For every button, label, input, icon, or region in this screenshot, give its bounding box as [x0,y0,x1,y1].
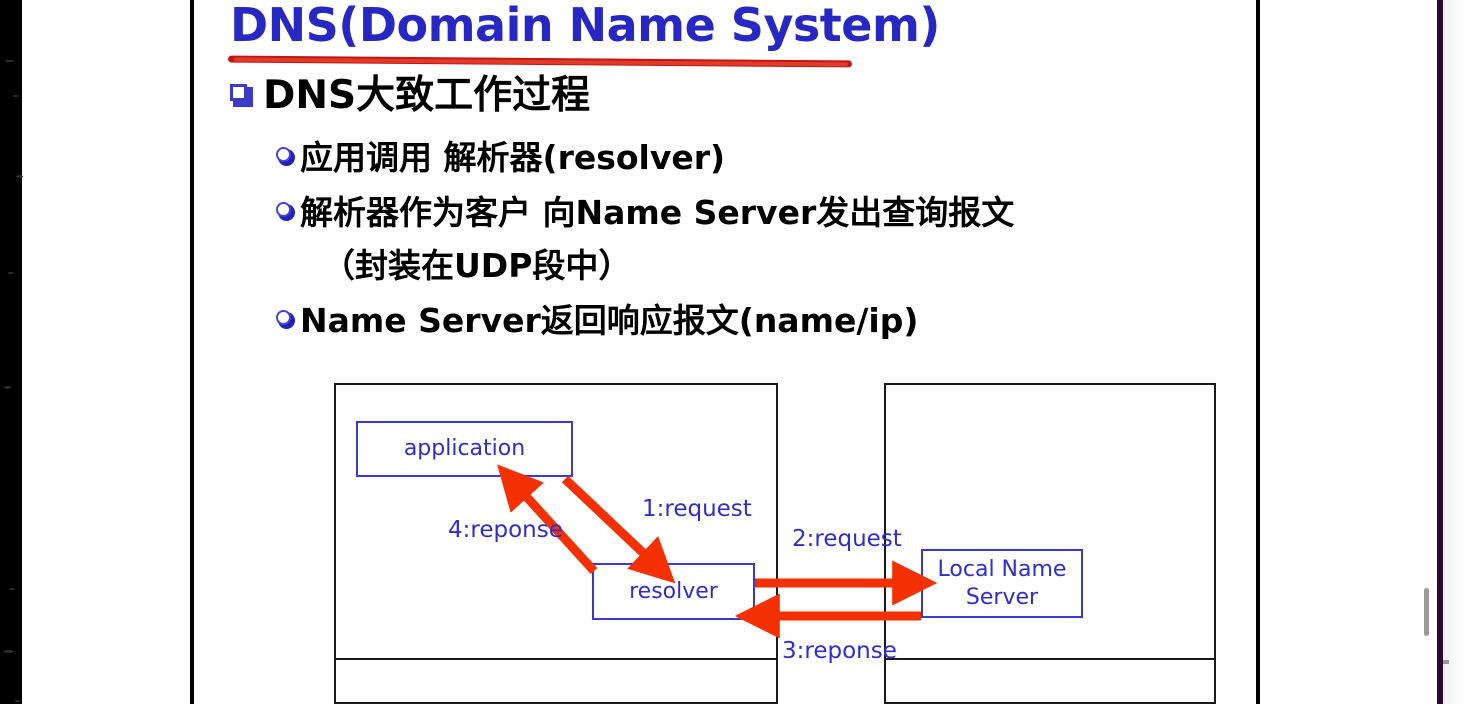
bullet-list: 应用调用 解析器(resolver) 解析器作为客户 向Name Server发… [276,131,1216,349]
list-item-label: Name Server返回响应报文(name/ip) [300,301,919,340]
list-item-continuation: （封装在UDP段中） [322,246,632,285]
circle-bullet-icon [276,202,295,221]
list-item: 应用调用 解析器(resolver) [276,131,1216,184]
slide-page: DNS(Domain Name System) DNS大致工作过程 应用调用 解… [194,0,1256,704]
node-local-name-server: Local Name Server [921,549,1083,618]
square-bullet-icon [230,84,254,108]
node-resolver: resolver [592,563,755,620]
server-container-box [884,383,1216,704]
heading-bullet-row: DNS大致工作过程 [230,68,590,124]
list-item-label: 应用调用 解析器(resolver) [300,138,726,177]
host-container-box [334,383,778,704]
node-application: application [356,421,573,477]
list-item: Name Server返回响应报文(name/ip) [276,294,1216,347]
edge-label-4: 4:reponse [448,517,563,543]
page-title: DNS(Domain Name System) [230,0,940,52]
list-item: 解析器作为客户 向Name Server发出查询报文 （封装在UDP段中） [276,186,1216,292]
title-underline-stroke [227,55,853,68]
viewer-right-gutter [1443,0,1467,704]
page-border-right [1256,0,1260,704]
page-border-left [190,0,194,704]
viewer-left-margin [0,0,23,704]
heading-text: DNS大致工作过程 [263,73,591,118]
edge-label-2: 2:request [792,526,902,552]
host-container-divider [334,658,778,660]
edge-label-1: 1:request [642,496,752,522]
server-container-divider [884,658,1216,660]
arrow-4-reponse [497,464,598,575]
vertical-scrollbar-thumb[interactable] [1424,588,1429,636]
circle-bullet-icon [276,147,295,166]
arrow-1-request [561,475,676,584]
edge-label-3: 3:reponse [782,638,897,664]
viewer-edge-line [1437,0,1443,704]
scrollbar-tick [1443,660,1449,664]
circle-bullet-icon [276,310,295,329]
list-item-label: 解析器作为客户 向Name Server发出查询报文 [300,193,1015,232]
